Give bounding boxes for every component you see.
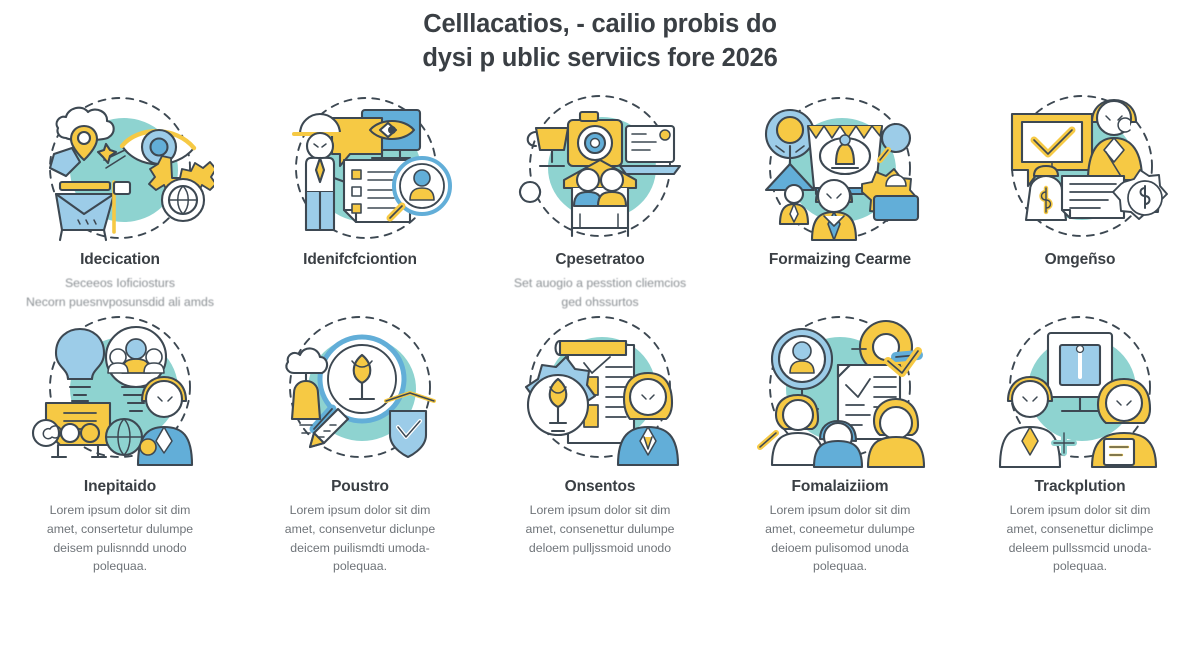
list-item-body: Lorem ipsum dolor sit dim amet, conserte… <box>46 503 194 574</box>
list-item[interactable]: Poustro Lorem ipsum dolor sit dim amet, … <box>240 315 480 576</box>
inspector-checklist-magnifier-icon <box>269 92 459 247</box>
list-item-body: Seceeos Ioficiosturs Necorn puesnvposuns… <box>26 275 214 309</box>
list-item-title: Fomalaiziiom <box>791 478 889 496</box>
list-item[interactable]: Trackplution Lorem ipsum dolor sit dim a… <box>960 315 1200 576</box>
list-item-body: Lorem ipsum dolor sit dim amet, consenve… <box>284 503 436 574</box>
lamp-bell-gear-worker-icon <box>745 90 935 245</box>
list-item-title: Idecication <box>80 250 160 268</box>
magnifier-ruler-shield-icon <box>265 315 455 470</box>
list-item-title: Poustro <box>331 478 389 496</box>
title-line-1: Celllacatios, - cailio probis do <box>423 10 777 38</box>
title-line-2: dysi p ublic serviics fore 2026 <box>422 43 778 72</box>
presentation-board-people-icon <box>985 315 1175 470</box>
list-item[interactable]: Fomalaiziiom Lorem ipsum dolor sit dim a… <box>720 315 960 576</box>
approval-money-document-icon <box>987 88 1177 243</box>
profile-mirror-document-people-icon <box>745 315 935 470</box>
list-item[interactable]: Inepitaido Lorem ipsum dolor sit dim ame… <box>0 315 240 576</box>
list-item-title: Inepitaido <box>83 478 157 496</box>
list-item[interactable]: Idecication Seceeos Ioficiosturs Necorn … <box>0 90 240 311</box>
list-item-body: Lorem ipsum dolor sit dim amet, consenet… <box>525 503 675 555</box>
eye-cloud-gear-icon <box>25 90 215 245</box>
list-item-title: Idenifcfciontion <box>303 250 417 268</box>
camera-trophy-team-icon <box>505 88 695 243</box>
list-item[interactable]: Omgeñso <box>960 90 1200 311</box>
list-item-body: Lorem ipsum dolor sit dim amet, consenet… <box>1006 503 1154 574</box>
list-item-title: Onsentos <box>564 478 636 496</box>
list-item-title: Trackplution <box>1034 478 1126 496</box>
list-item[interactable]: Idenifcfciontion <box>240 90 480 311</box>
clipboard-bulb-gear-woman-icon <box>505 315 695 470</box>
list-item-title: Cpesetratoo <box>555 250 645 268</box>
list-item-body: Lorem ipsum dolor sit dim amet, coneemet… <box>765 503 915 574</box>
infographic-grid: Idecication Seceeos Ioficiosturs Necorn … <box>0 90 1200 576</box>
page-title: Celllacatios, - cailio probis do dysi p … <box>0 0 1200 76</box>
list-item-title: Omgeñso <box>1044 250 1116 268</box>
list-item[interactable]: Onsentos Lorem ipsum dolor sit dim amet,… <box>480 315 720 576</box>
bulb-team-screen-person-icon <box>25 315 215 470</box>
list-item-body: Set auogio a pesstion cliemcios ged ohss… <box>513 275 687 309</box>
list-item[interactable]: Cpesetratoo Set auogio a pesstion cliemc… <box>480 90 720 311</box>
list-item[interactable]: Formaizing Cearme <box>720 90 960 311</box>
list-item-title: Formaizing Cearme <box>768 250 912 268</box>
